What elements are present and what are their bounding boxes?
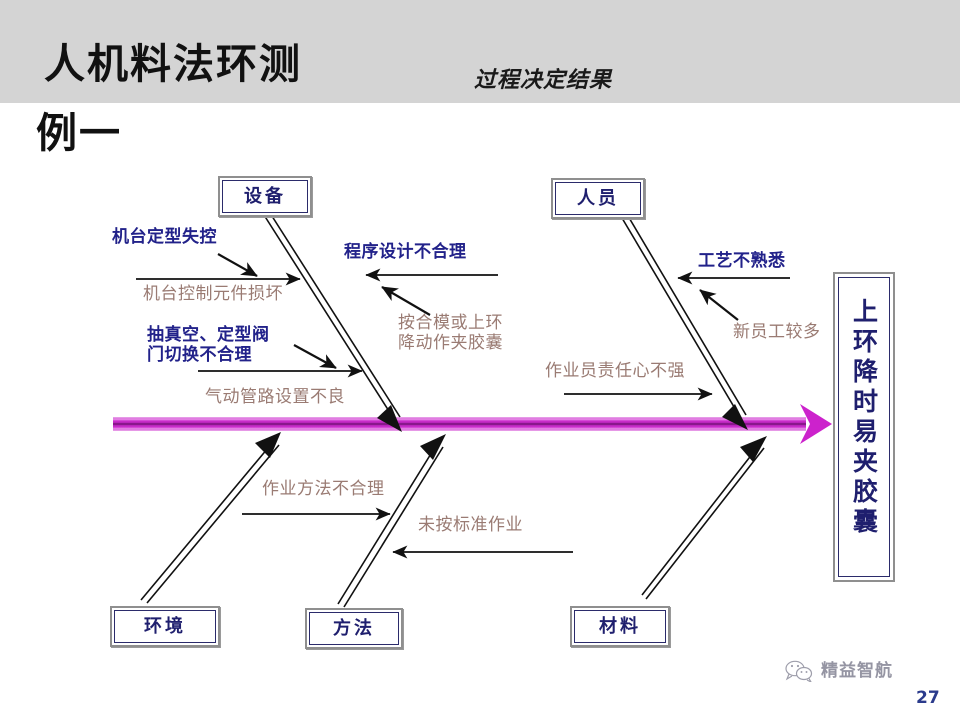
- example-label: 例一: [36, 109, 122, 157]
- bone-personnel: [621, 215, 748, 430]
- category-box-personnel[interactable]: 人员: [551, 178, 645, 219]
- category-label-material: 材料: [599, 615, 641, 637]
- watermark-text: 精益智航: [821, 660, 893, 681]
- cause-label-c3: 程序设计不合理: [344, 242, 467, 262]
- header-band: [0, 0, 960, 103]
- bone-equipment: [263, 212, 402, 432]
- category-box-material-inner: 材料: [574, 610, 666, 643]
- cause-label-c4: 按合模或上环 降动作夹胶囊: [398, 313, 503, 353]
- bone-environment: [140, 432, 281, 604]
- cause-arrow-c6: [198, 344, 363, 378]
- category-label-personnel: 人员: [577, 187, 619, 209]
- effect-box-inner: 上环降时易夹胶囊: [838, 277, 890, 577]
- effect-label: 上环降时易夹胶囊: [849, 298, 879, 538]
- cause-label-c2: 机台控制元件损坏: [143, 284, 283, 304]
- category-label-method: 方法: [333, 617, 375, 639]
- cause-label-c6: 气动管路设置不良: [205, 387, 345, 407]
- category-box-equipment[interactable]: 设备: [218, 176, 312, 217]
- page-title: 人机料法环测: [44, 40, 302, 88]
- header-subtitle: 过程决定结果: [474, 68, 613, 93]
- cause-label-c1: 机台定型失控: [112, 227, 217, 247]
- cause-label-c10: 作业方法不合理: [262, 479, 385, 499]
- category-box-equipment-inner: 设备: [222, 180, 308, 213]
- wechat-icon: [785, 660, 813, 682]
- category-label-environment: 环境: [144, 615, 186, 637]
- cause-label-c9: 作业员责任心不强: [545, 361, 685, 381]
- cause-arrow-c7: [677, 271, 790, 321]
- cause-arrow-c3: [365, 268, 498, 316]
- category-box-environment-inner: 环境: [114, 610, 216, 643]
- category-box-method[interactable]: 方法: [305, 608, 403, 649]
- category-box-method-inner: 方法: [309, 612, 399, 645]
- category-box-environment[interactable]: 环境: [110, 606, 220, 647]
- category-box-material[interactable]: 材料: [570, 606, 670, 647]
- cause-arrow-c2: [136, 253, 301, 286]
- cause-label-c5: 抽真空、定型阀 门切换不合理: [147, 325, 270, 365]
- effect-box[interactable]: 上环降时易夹胶囊: [833, 272, 895, 582]
- spine: [113, 404, 832, 444]
- cause-label-c7: 工艺不熟悉: [698, 251, 786, 271]
- cause-label-c8: 新员工较多: [733, 322, 821, 342]
- bone-method: [337, 434, 446, 608]
- category-label-equipment: 设备: [244, 185, 286, 207]
- cause-label-c11: 未按标准作业: [418, 515, 523, 535]
- category-box-personnel-inner: 人员: [555, 182, 641, 215]
- bone-material: [641, 436, 767, 600]
- page-number: 27: [916, 688, 940, 708]
- watermark: 精益智航: [784, 660, 893, 682]
